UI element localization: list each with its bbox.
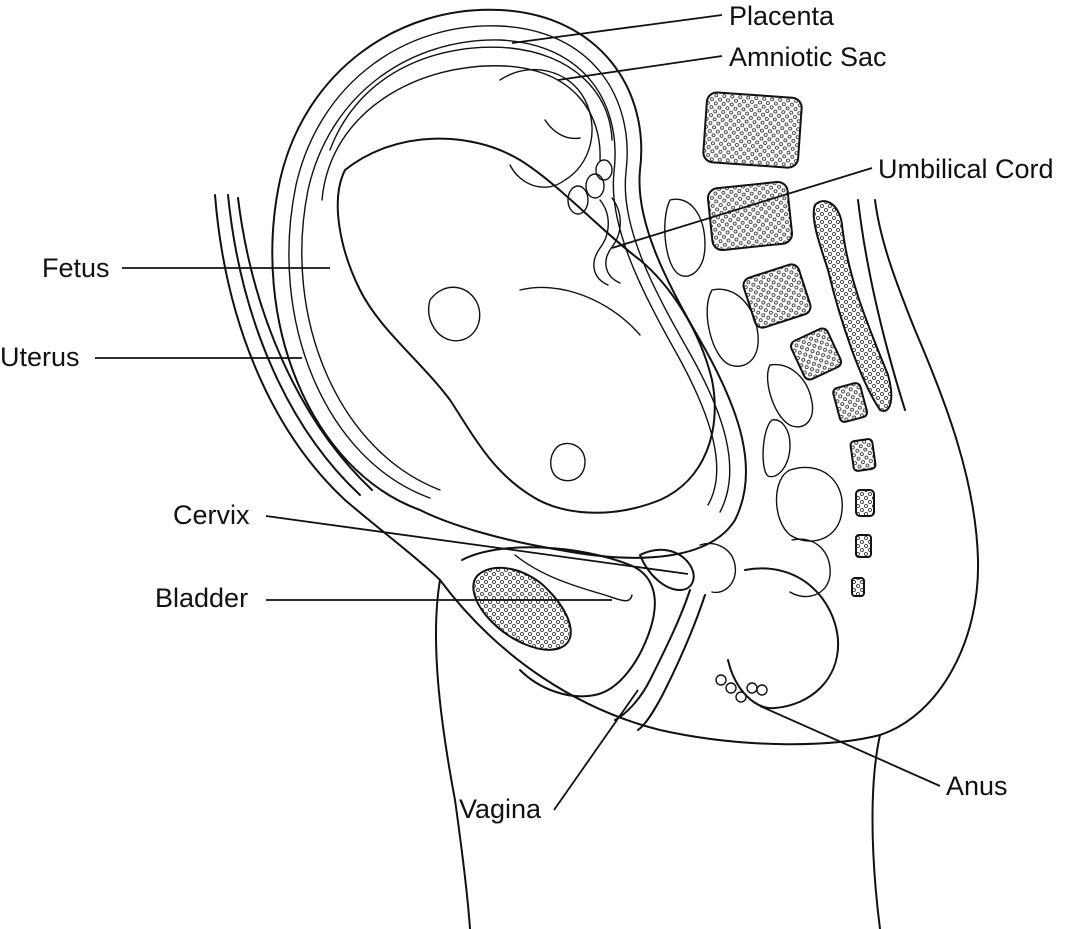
leader-lines <box>95 14 941 811</box>
placenta-leader <box>511 14 723 44</box>
cervix-leader <box>265 515 689 575</box>
fetus <box>336 68 716 514</box>
body-outline <box>214 194 980 929</box>
anus-leader <box>759 705 941 787</box>
fetus-label: Fetus <box>42 253 110 283</box>
vagina <box>614 589 706 731</box>
placenta-label: Placenta <box>729 1 835 31</box>
uterus <box>271 8 747 559</box>
vagina-label: Vagina <box>459 794 542 824</box>
umbilical-cord-leader <box>611 167 873 249</box>
amniotic-sac-leader <box>557 55 723 81</box>
bladder-label: Bladder <box>155 583 249 613</box>
pubic-bone <box>472 566 572 651</box>
uterus-label: Uterus <box>0 342 80 372</box>
rectum <box>715 466 843 710</box>
amniotic-sac <box>321 65 601 201</box>
umbilical-cord <box>593 197 621 286</box>
spine <box>664 91 893 597</box>
cervix <box>639 542 737 594</box>
anus-label: Anus <box>946 771 1008 801</box>
amniotic-sac-label: Amniotic Sac <box>729 42 887 72</box>
bladder <box>461 546 656 698</box>
cervix-label: Cervix <box>173 500 250 530</box>
vagina-leader <box>553 689 639 811</box>
umbilical-cord-label: Umbilical Cord <box>878 154 1054 184</box>
placenta <box>329 46 613 151</box>
